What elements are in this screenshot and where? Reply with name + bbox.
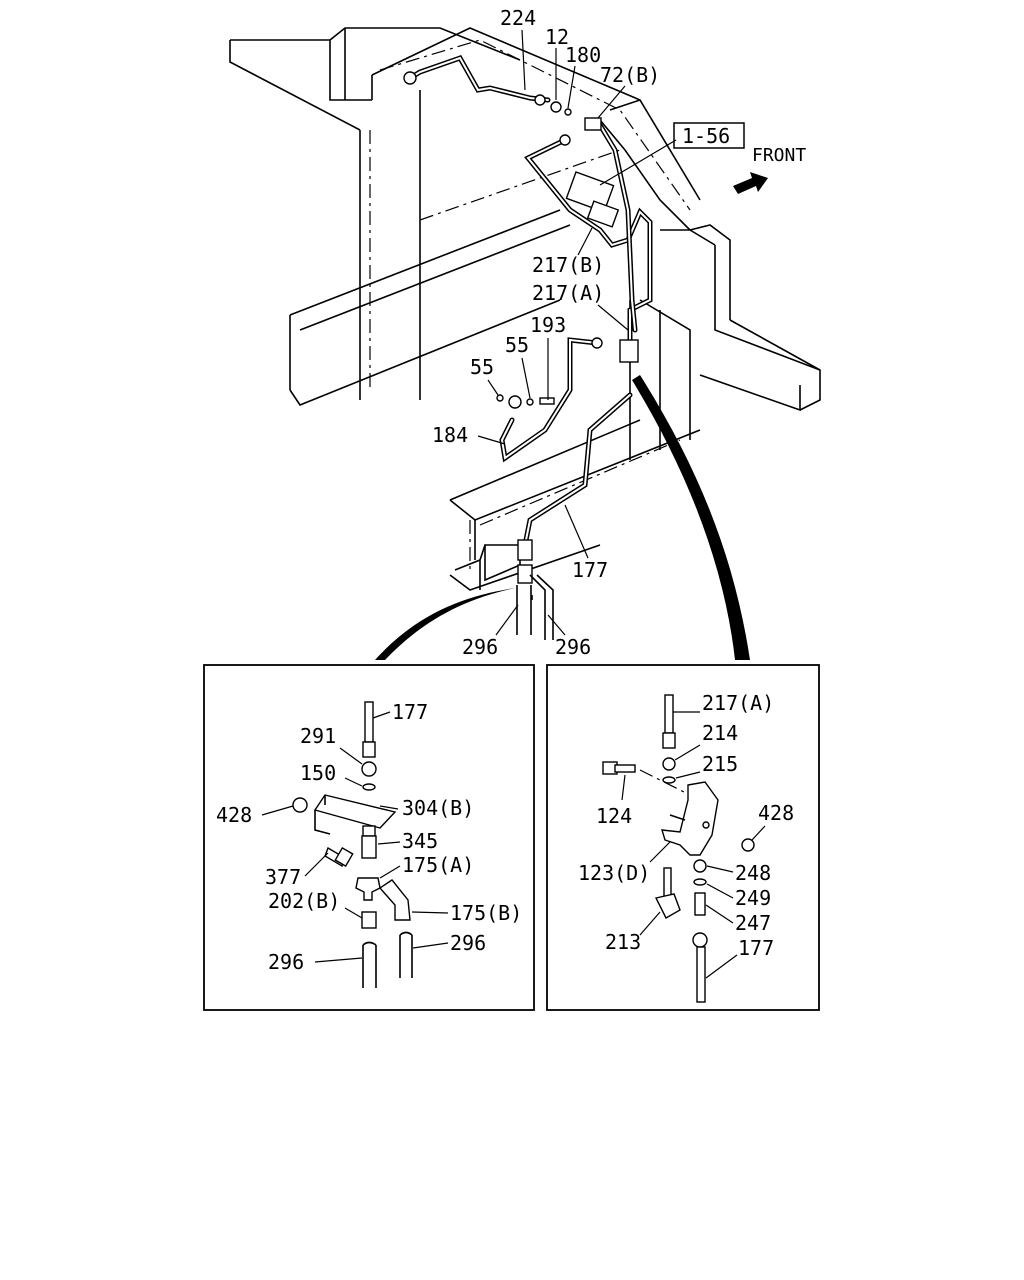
detail-arrow-right (632, 375, 750, 660)
label-217b: 217(B) (532, 253, 604, 277)
label-55-a: 55 (505, 333, 529, 357)
detail-panel-left: 177 291 150 428 304(B) 345 377 175(A) 20… (203, 664, 535, 1011)
detail-left-label-296-a: 296 (268, 950, 304, 974)
front-arrow-icon (733, 172, 768, 194)
detail-right-label-215: 215 (702, 752, 738, 776)
reference-label: 1-56 (682, 124, 730, 148)
detail-right-label-124: 124 (596, 804, 632, 828)
front-label: FRONT (752, 145, 806, 166)
detail-left-label-177: 177 (392, 700, 428, 724)
chassis-frame (229, 27, 821, 591)
detail-left-label-291: 291 (300, 724, 336, 748)
detail-right-label-214: 214 (702, 721, 738, 745)
detail-left-label-345: 345 (402, 829, 438, 853)
label-193: 193 (530, 313, 566, 337)
detail-right-label-249: 249 (735, 886, 771, 910)
detail-right-label-123d: 123(D) (578, 861, 650, 885)
detail-right-label-248: 248 (735, 861, 771, 885)
label-184: 184 (432, 423, 468, 447)
detail-left-label-202b: 202(B) (268, 889, 340, 913)
detail-right-label-177: 177 (738, 936, 774, 960)
detail-left-label-175b: 175(B) (450, 901, 522, 925)
detail-arrow-left (375, 588, 515, 660)
detail-right-label-428: 428 (758, 801, 794, 825)
detail-left-label-428: 428 (216, 803, 252, 827)
label-180: 180 (565, 43, 601, 67)
reference-box (673, 122, 745, 149)
label-177: 177 (572, 558, 608, 582)
main-labels: 224 12 180 72(B) 217(B) 217(A) 193 55 55… (432, 6, 660, 659)
detail-right-label-247: 247 (735, 911, 771, 935)
brake-pipes (407, 54, 653, 548)
label-72b: 72(B) (600, 63, 660, 87)
label-224: 224 (500, 6, 536, 30)
valve-assembly (403, 71, 639, 409)
detail-left-label-175a: 175(A) (402, 853, 474, 877)
label-296-a: 296 (462, 635, 498, 659)
detail-left-label-150: 150 (300, 761, 336, 785)
label-217a: 217(A) (532, 281, 604, 305)
label-12: 12 (545, 25, 569, 49)
label-55-b: 55 (470, 355, 494, 379)
label-296-b: 296 (555, 635, 591, 659)
detail-left-label-296-b: 296 (450, 931, 486, 955)
bracket-and-hoses (479, 539, 554, 640)
detail-left-label-304b: 304(B) (402, 796, 474, 820)
detail-panel-right: 217(A) 214 215 124 428 123(D) 248 249 24… (546, 664, 820, 1011)
detail-left-label-377: 377 (265, 865, 301, 889)
detail-right-label-217a: 217(A) (702, 691, 774, 715)
detail-right-label-213: 213 (605, 930, 641, 954)
